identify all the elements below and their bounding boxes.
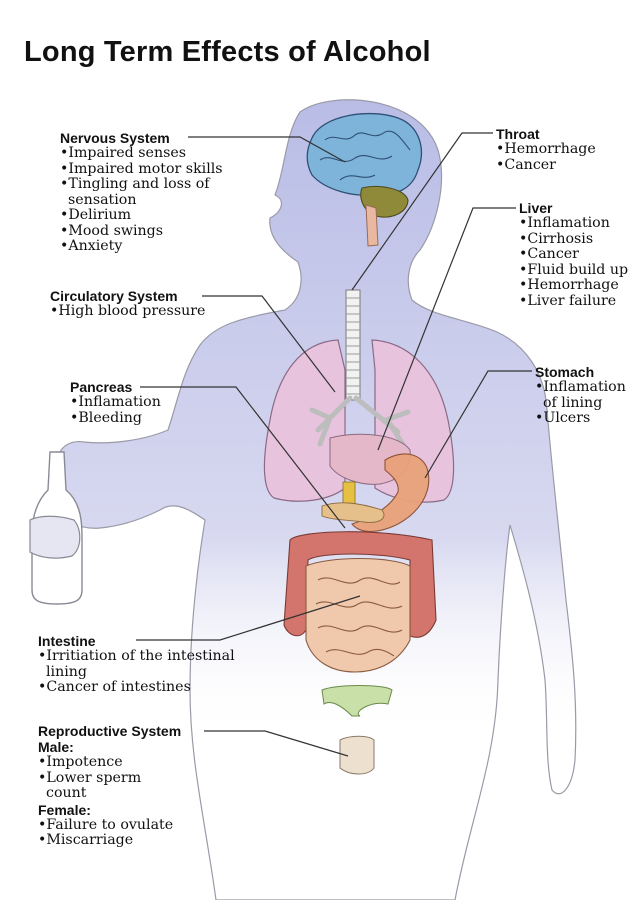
reproductive-organ: [339, 735, 375, 775]
nervous-heading: Nervous System: [60, 130, 170, 146]
male-item: •Lower sperm: [38, 769, 142, 786]
label-circulatory-system: Circulatory System •High blood pressure: [50, 288, 205, 320]
male-item: •Impotence: [38, 754, 123, 770]
label-throat: Throat •Hemorrhage •Cancer: [496, 126, 596, 173]
stomach: [351, 453, 430, 533]
stomach-item: of lining: [543, 394, 603, 411]
label-nervous-system: Nervous System •Impaired senses •Impaire…: [60, 130, 223, 255]
liver-item: •Liver failure: [519, 292, 617, 309]
nervous-item: •Anxiety: [60, 238, 123, 254]
pancreas-heading: Pancreas: [70, 379, 133, 395]
label-stomach: Stomach •Inflamation of lining •Ulcers: [535, 364, 626, 427]
stomach-heading: Stomach: [535, 364, 595, 380]
label-intestine: Intestine •Irritiation of the intestinal…: [38, 633, 235, 696]
circulatory-heading: Circulatory System: [50, 288, 178, 304]
male-item: count: [46, 785, 87, 801]
throat-item: •Hemorrhage: [496, 141, 596, 157]
intestine-item: •Irritiation of the intestinal: [38, 648, 235, 664]
female-item: •Miscarriage: [38, 832, 134, 848]
label-reproductive-system: Reproductive System Male: •Impotence •Lo…: [38, 723, 181, 849]
pancreas-item: •Bleeding: [70, 409, 142, 426]
page-title: Long Term Effects of Alcohol: [24, 36, 431, 68]
female-item: •Failure to ovulate: [38, 816, 174, 833]
pelvis: [321, 685, 393, 717]
pancreas-item: •Inflamation: [70, 394, 161, 410]
intestine-coils: [315, 577, 403, 657]
female-heading: Female:: [38, 801, 91, 818]
liver-item: •Inflamation: [519, 215, 610, 231]
stomach-item: •Inflamation: [535, 379, 626, 395]
male-heading: Male:: [38, 739, 74, 755]
brain: [306, 112, 422, 196]
nervous-item: •Mood swings: [60, 222, 164, 239]
label-pancreas: Pancreas •Inflamation •Bleeding: [70, 379, 161, 426]
intestine-heading: Intestine: [38, 633, 96, 649]
intestine-item: •Cancer of intestines: [38, 679, 191, 695]
liver-item: •Fluid build up: [519, 261, 629, 278]
small-intestine: [305, 558, 411, 673]
trachea: [345, 289, 361, 401]
liver-item: •Hemorrhage: [519, 277, 619, 293]
liver-item: •Cancer: [519, 246, 579, 262]
nervous-item: sensation: [68, 191, 137, 208]
throat-heading: Throat: [496, 126, 540, 142]
nervous-item: •Tingling and loss of: [60, 176, 210, 192]
intestine-item: lining: [46, 663, 87, 680]
label-liver: Liver •Inflamation •Cirrhosis •Cancer •F…: [519, 200, 628, 309]
stomach-item: •Ulcers: [535, 410, 591, 426]
nervous-item: •Impaired motor skills: [60, 160, 223, 177]
circulatory-item: •High blood pressure: [50, 303, 206, 319]
brain-folds: [319, 130, 411, 181]
nervous-item: •Impaired senses: [60, 145, 187, 161]
reproductive-heading: Reproductive System: [38, 723, 182, 739]
liver-heading: Liver: [519, 200, 553, 216]
throat-item: •Cancer: [496, 156, 556, 173]
hand: [29, 515, 81, 559]
leader-lines: [136, 132, 532, 757]
bronchi: [309, 395, 411, 449]
brainstem: [365, 204, 379, 247]
nervous-item: •Delirium: [60, 207, 132, 223]
liver-item: •Cirrhosis: [519, 230, 594, 247]
